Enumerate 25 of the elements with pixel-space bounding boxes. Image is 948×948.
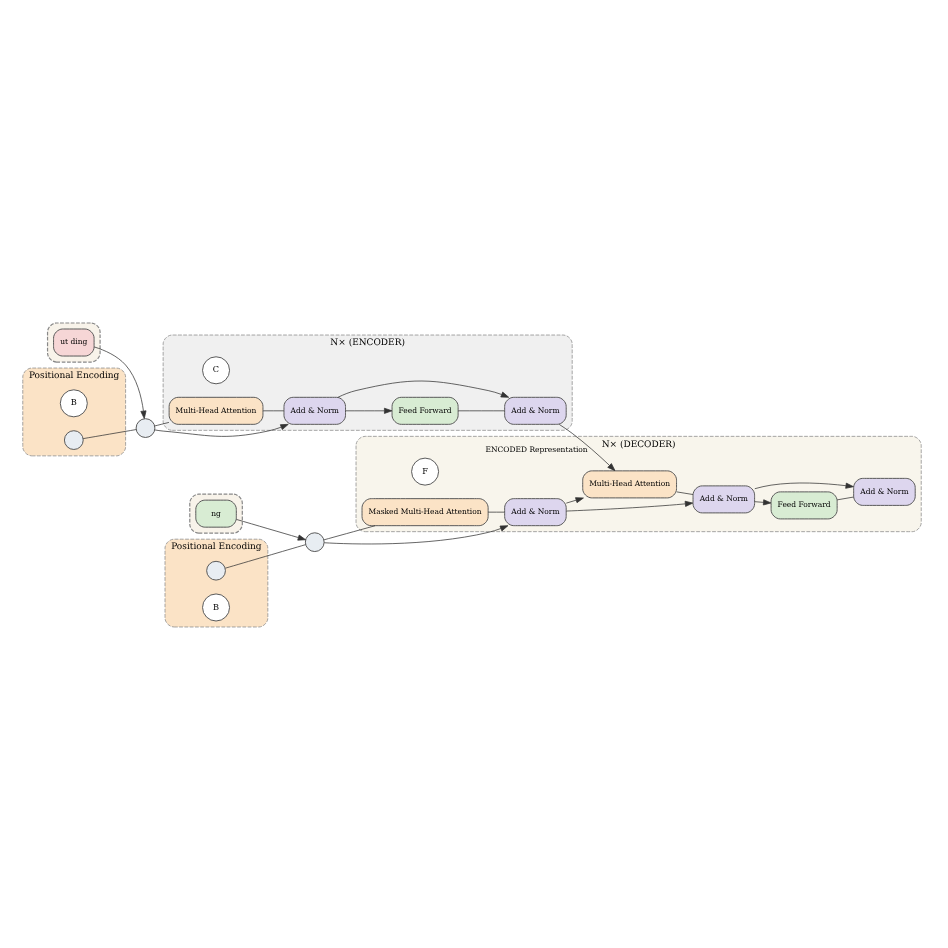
connector: [81, 428, 136, 438]
connector: [261, 409, 284, 411]
arrow: [557, 423, 615, 471]
arrow: [564, 499, 693, 511]
node-circle: [303, 531, 324, 552]
node-circle: [62, 429, 83, 449]
connector: [153, 421, 169, 426]
connector: [322, 524, 375, 540]
connector: [456, 409, 504, 411]
arrow: [322, 524, 508, 544]
connector: [675, 490, 693, 494]
arrow: [564, 496, 583, 503]
arrow: [344, 406, 392, 413]
node-circle: [134, 417, 155, 437]
arrow: [235, 518, 305, 540]
connector: [486, 510, 504, 512]
node-circle: [205, 559, 225, 580]
connector: [835, 495, 853, 500]
arrow: [336, 379, 509, 397]
arrow: [153, 422, 288, 436]
arrow: [753, 481, 853, 489]
arrow: [92, 345, 146, 418]
arrow: [753, 498, 771, 505]
connector: [224, 543, 305, 568]
cluster: [45, 321, 100, 362]
